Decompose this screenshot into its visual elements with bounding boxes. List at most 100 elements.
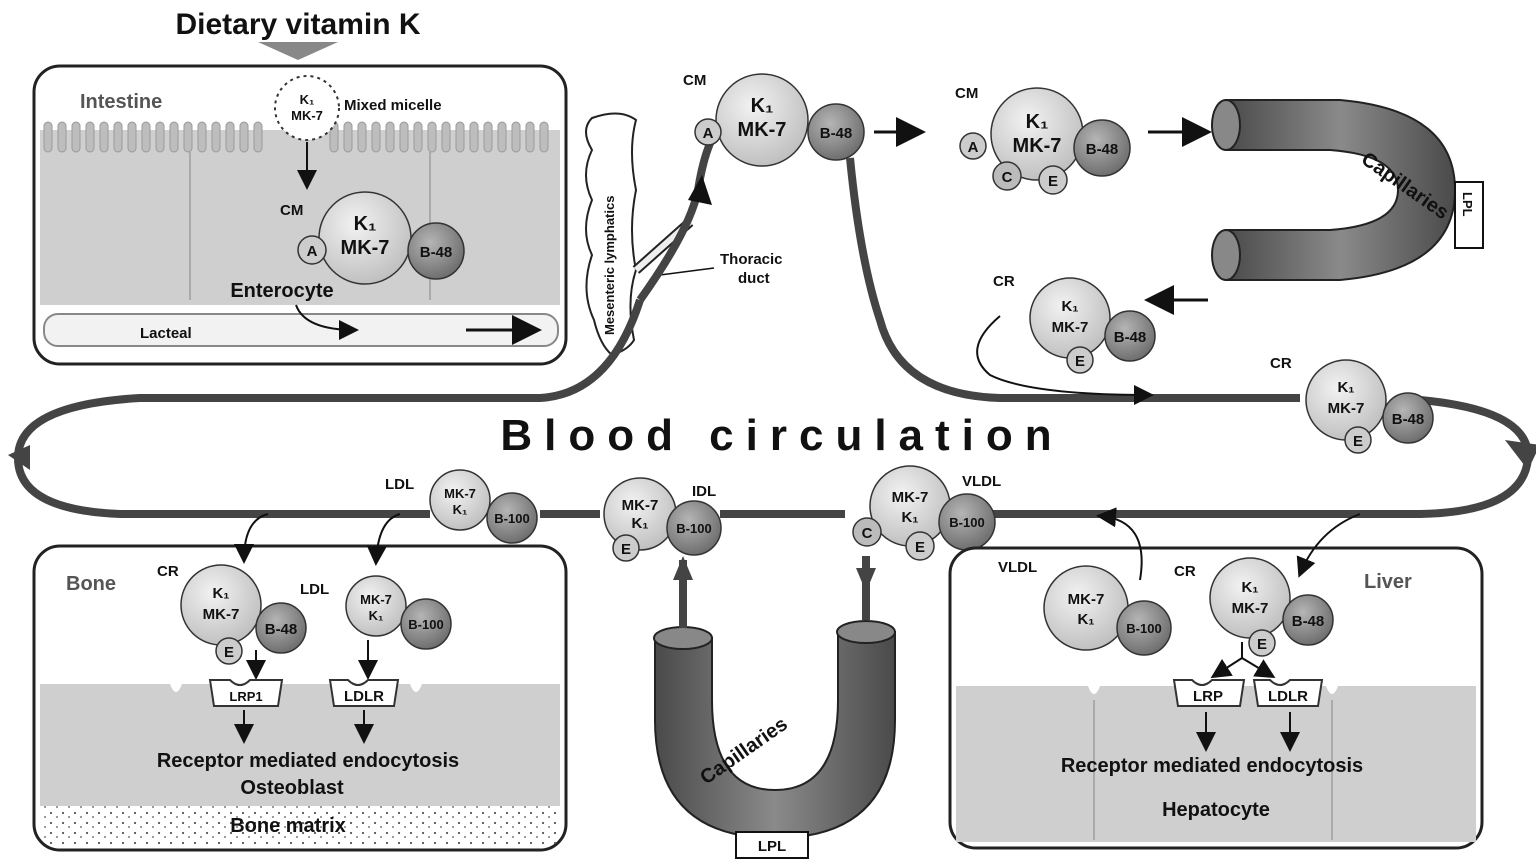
- cr1-mk7: MK-7: [1052, 319, 1089, 336]
- bone-panel: Bone CR K₁ MK-7 B-48 E LDL MK-7 K₁ B-100…: [32, 544, 568, 852]
- vldl1-e: E: [915, 539, 925, 556]
- cr1-b48: B-48: [1114, 329, 1147, 346]
- vldl1-c: C: [862, 525, 873, 542]
- vldl1-k1: K₁: [901, 509, 918, 526]
- ldl-label-blood: LDL: [385, 476, 414, 493]
- blood-circulation-label: Blood circulation: [500, 411, 1063, 460]
- lrp1-label: LRP1: [229, 689, 262, 704]
- ldl-label-bone: LDL: [300, 581, 329, 598]
- cm-mk7: MK-7: [341, 237, 390, 259]
- loop-arrow-left-icon: [8, 445, 30, 470]
- ldlr-receptor-bone: [328, 679, 400, 707]
- title-arrow-icon: [258, 42, 338, 60]
- cr-label-liver: CR: [1174, 563, 1196, 580]
- cm2-b48: B-48: [820, 125, 853, 142]
- ldlr-receptor-liver: [1252, 679, 1324, 707]
- cm-particle-ce: CM K₁ MK-7 B-48 A C E: [955, 85, 1131, 195]
- liver-label: Liver: [1364, 571, 1412, 593]
- micelle-label: Mixed micelle: [344, 97, 442, 114]
- micelle-mk7: MK-7: [291, 108, 323, 123]
- capillaries-lower: Capillaries LPL: [653, 620, 896, 859]
- cr3-b48: B-48: [265, 621, 298, 638]
- cr3-e: E: [224, 644, 234, 661]
- ldl1-mk7: MK-7: [444, 486, 476, 501]
- mixed-micelle: [274, 75, 340, 141]
- cr-particle-upper: CR K₁ MK-7 B-48 E: [993, 273, 1156, 374]
- lpl-upper: LPL: [1460, 192, 1475, 217]
- cr2-k1: K₁: [1337, 379, 1354, 396]
- ldl1-k1: K₁: [453, 502, 468, 517]
- lacteal-label: Lacteal: [140, 325, 192, 342]
- vldl1-b100: B-100: [949, 515, 984, 530]
- idl-particle: IDL MK-7 K₁ B-100 E: [603, 477, 722, 562]
- vldl-label-liver: VLDL: [998, 559, 1037, 576]
- cm-label-blood: CM: [683, 72, 706, 89]
- capillary-up-arrow-icon: [673, 556, 693, 580]
- lrp1-receptor: [208, 679, 284, 707]
- cr2-e: E: [1353, 433, 1363, 450]
- cm3-e: E: [1048, 173, 1058, 190]
- cr4-k1: K₁: [1241, 579, 1258, 596]
- lrp-receptor: [1172, 679, 1246, 707]
- idl-k1: K₁: [631, 515, 648, 532]
- cr1-k1: K₁: [1061, 298, 1078, 315]
- cr-particle-right: CR K₁ MK-7 B-48 E: [1270, 355, 1434, 454]
- vldl1-mk7: MK-7: [892, 489, 929, 506]
- cr4-b48: B-48: [1292, 613, 1325, 630]
- cr2-b48: B-48: [1392, 411, 1425, 428]
- cm2-k1: K₁: [751, 95, 774, 117]
- vldl2-mk7: MK-7: [1068, 591, 1105, 608]
- idl-b100: B-100: [676, 521, 711, 536]
- cm3-b48: B-48: [1086, 141, 1119, 158]
- cm3-c: C: [1002, 169, 1013, 186]
- vldl2-b100: B-100: [1126, 621, 1161, 636]
- mesenteric-lymphatics: Mesenteric lymphatics Thoracic duct: [585, 112, 783, 357]
- ldl-particle-blood: LDL MK-7 K₁ B-100: [385, 469, 538, 544]
- vldl-particle-blood: VLDL MK-7 K₁ B-100 C E: [852, 465, 1001, 561]
- cm2-mk7: MK-7: [738, 119, 787, 141]
- bone-label: Bone: [66, 573, 116, 595]
- enterocyte-label: Enterocyte: [230, 280, 333, 302]
- cr3-mk7: MK-7: [203, 606, 240, 623]
- cr-label-bone: CR: [157, 563, 179, 580]
- lrp-label: LRP: [1193, 688, 1223, 705]
- capillaries-upper: Capillaries LPL: [1211, 99, 1484, 281]
- ldlr-label-bone: LDLR: [344, 688, 384, 705]
- cr1-e: E: [1075, 353, 1085, 370]
- thoracic-label-2: duct: [738, 270, 770, 287]
- cm3-a: A: [968, 139, 979, 156]
- enterocyte-layer: [40, 130, 560, 305]
- title: Dietary vitamin K: [175, 8, 420, 41]
- cm3-mk7: MK-7: [1013, 135, 1062, 157]
- cm-b48: B-48: [420, 244, 453, 261]
- cr-label-right: CR: [1270, 355, 1292, 372]
- cr4-mk7: MK-7: [1232, 600, 1269, 617]
- ldl2-k1: K₁: [369, 608, 384, 623]
- cm-a: A: [307, 243, 318, 260]
- loop-arrow-up-icon: [688, 175, 712, 205]
- vldl2-k1: K₁: [1077, 611, 1094, 628]
- cr2-mk7: MK-7: [1328, 400, 1365, 417]
- idl-label: IDL: [692, 483, 716, 500]
- lpl-lower: LPL: [758, 838, 786, 855]
- hepatocyte-label: Hepatocyte: [1162, 799, 1270, 821]
- cm-label-intestine: CM: [280, 202, 303, 219]
- osteoblast-label: Osteoblast: [240, 777, 344, 799]
- cr-label-upper: CR: [993, 273, 1015, 290]
- ldl1-b100: B-100: [494, 511, 529, 526]
- vldl-label-blood: VLDL: [962, 473, 1001, 490]
- cr4-e: E: [1257, 636, 1267, 653]
- cr3-k1: K₁: [212, 585, 229, 602]
- cm-k1: K₁: [354, 213, 377, 235]
- loop-arrow-right-icon: [1505, 440, 1536, 470]
- bone-matrix-label: Bone matrix: [230, 815, 346, 837]
- liver-endocytosis-label: Receptor mediated endocytosis: [1061, 755, 1363, 777]
- ldl2-b100: B-100: [408, 617, 443, 632]
- capillary-down-arrow-icon: [856, 568, 876, 592]
- idl-mk7: MK-7: [622, 497, 659, 514]
- cm-label-ce: CM: [955, 85, 978, 102]
- liver-panel: Liver VLDL MK-7 K₁ B-100 CR K₁ MK-7 B-48…: [948, 546, 1484, 850]
- thoracic-label-1: Thoracic: [720, 251, 783, 268]
- bone-endocytosis-label: Receptor mediated endocytosis: [157, 750, 459, 772]
